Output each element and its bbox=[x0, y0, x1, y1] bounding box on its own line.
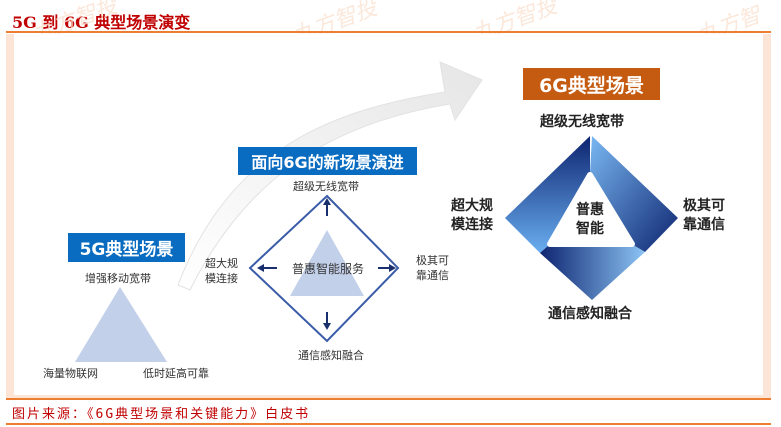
transition-right-label: 极其可靠通信 bbox=[416, 254, 449, 282]
transition-center-label: 普惠智能服务 bbox=[292, 262, 365, 276]
header-divider bbox=[6, 31, 771, 33]
5g-triangle bbox=[75, 287, 167, 362]
6g-bottom-label: 通信感知融合 bbox=[548, 306, 632, 322]
5g-scenarios-label: 5G典型场景 bbox=[68, 233, 185, 262]
footer-divider bbox=[6, 398, 771, 400]
5g-bottom-left-label: 海量物联网 bbox=[43, 367, 98, 380]
transition-left-label: 超大规模连接 bbox=[205, 257, 238, 285]
6g-center-label: 普惠智能 bbox=[576, 202, 604, 237]
page-title: 5G 到 6G 典型场景演变 bbox=[12, 13, 191, 32]
transition-top-label: 超级无线宽带 bbox=[293, 180, 359, 193]
5g-bottom-right-label: 低时延高可靠 bbox=[143, 367, 209, 380]
transition-label: 面向6G的新场景演进 bbox=[238, 147, 417, 175]
6g-diamond bbox=[505, 136, 678, 300]
transition-bottom-label: 通信感知融合 bbox=[298, 349, 364, 362]
direction-arrows bbox=[257, 198, 396, 330]
footer-bottom-line bbox=[6, 423, 771, 425]
5g-top-label: 增强移动宽带 bbox=[85, 272, 151, 285]
inner-triangle bbox=[290, 230, 364, 296]
6g-top-label: 超级无线宽带 bbox=[540, 114, 624, 130]
6g-scenarios-label: 6G典型场景 bbox=[523, 68, 660, 100]
source-caption: 图片来源：《6G典型场景和关键能力》白皮书 bbox=[12, 407, 311, 422]
evolution-arrow bbox=[177, 61, 483, 291]
6g-right-label: 极其可靠通信 bbox=[683, 198, 725, 233]
6g-left-label: 超大规模连接 bbox=[451, 198, 493, 233]
